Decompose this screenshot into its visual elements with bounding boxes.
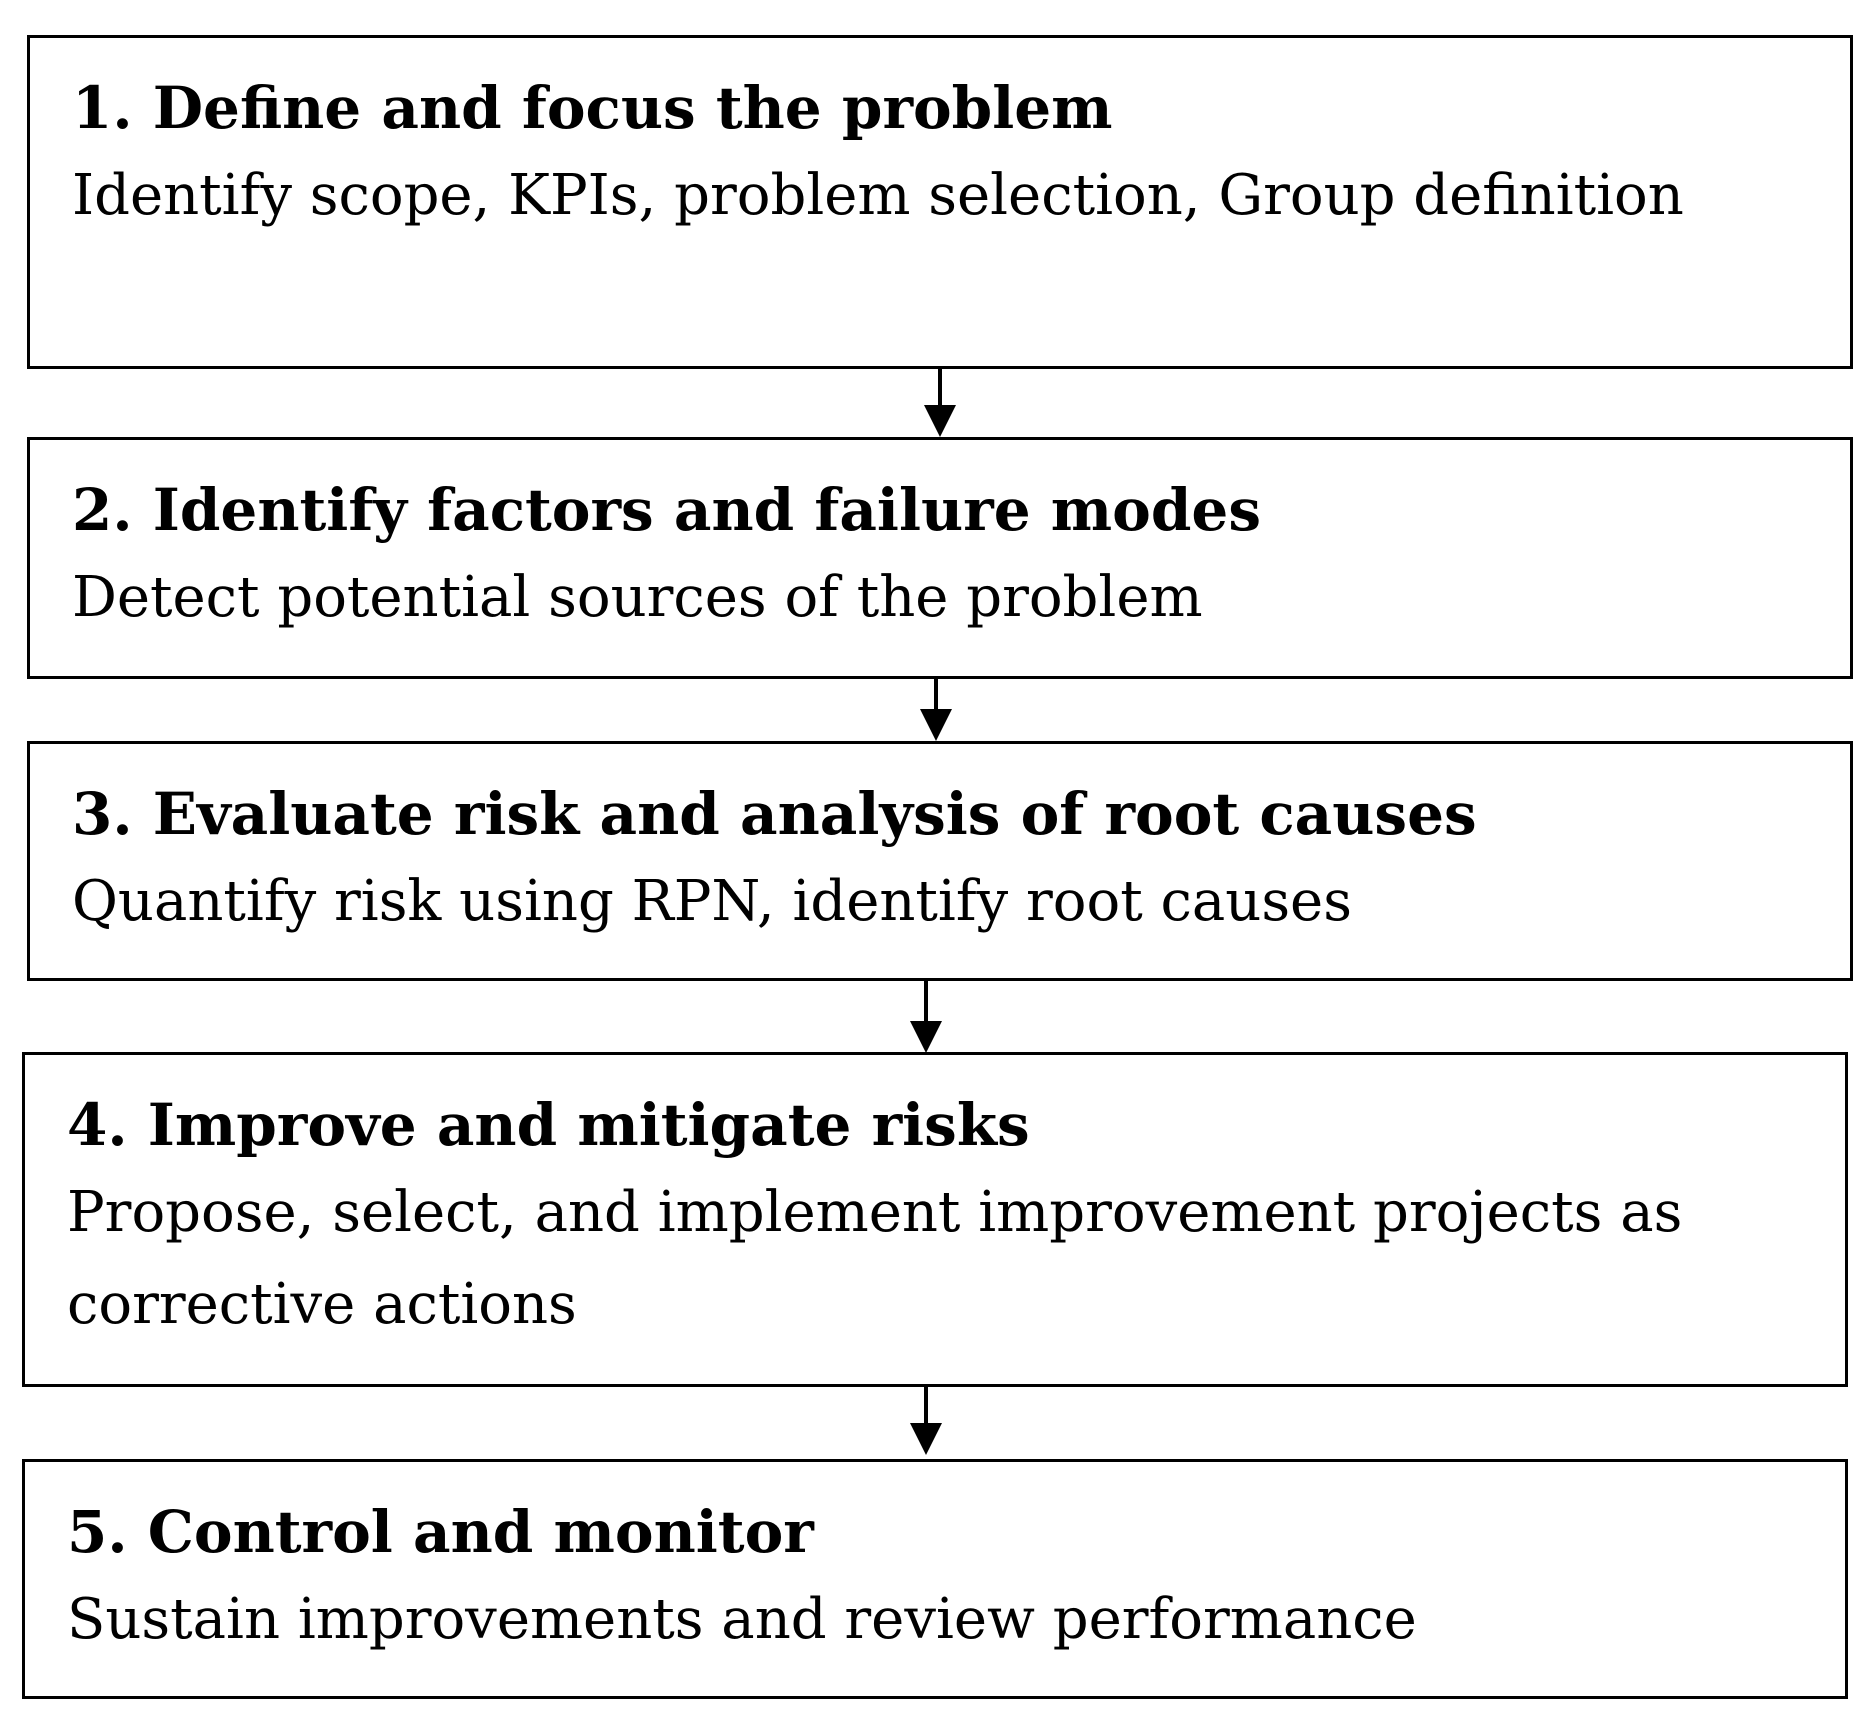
step-1-title: 1. Define and focus the problem [72, 74, 1113, 142]
step-4-title: 4. Improve and mitigate risks [67, 1091, 1030, 1159]
step-3-title: 3. Evaluate risk and analysis of root ca… [72, 780, 1477, 848]
step-3-box: 3. Evaluate risk and analysis of root ca… [27, 741, 1853, 981]
step-5-description: Sustain improvements and review performa… [67, 1587, 1417, 1652]
step-2-description: Detect potential sources of the problem [72, 565, 1203, 630]
step-1-description: Identify scope, KPIs, problem selection,… [72, 163, 1684, 228]
step-1-box: 1. Define and focus the problem Identify… [27, 35, 1853, 369]
step-5-box: 5. Control and monitor Sustain improveme… [22, 1459, 1848, 1699]
step-4-box: 4. Improve and mitigate risks Propose, s… [22, 1052, 1848, 1387]
step-4-description: Propose, select, and implement improveme… [67, 1180, 1683, 1337]
step-2-box: 2. Identify factors and failure modes De… [27, 437, 1853, 679]
step-3-description: Quantify risk using RPN, identify root c… [72, 869, 1352, 934]
step-5-title: 5. Control and monitor [67, 1498, 814, 1566]
step-2-title: 2. Identify factors and failure modes [72, 476, 1261, 544]
